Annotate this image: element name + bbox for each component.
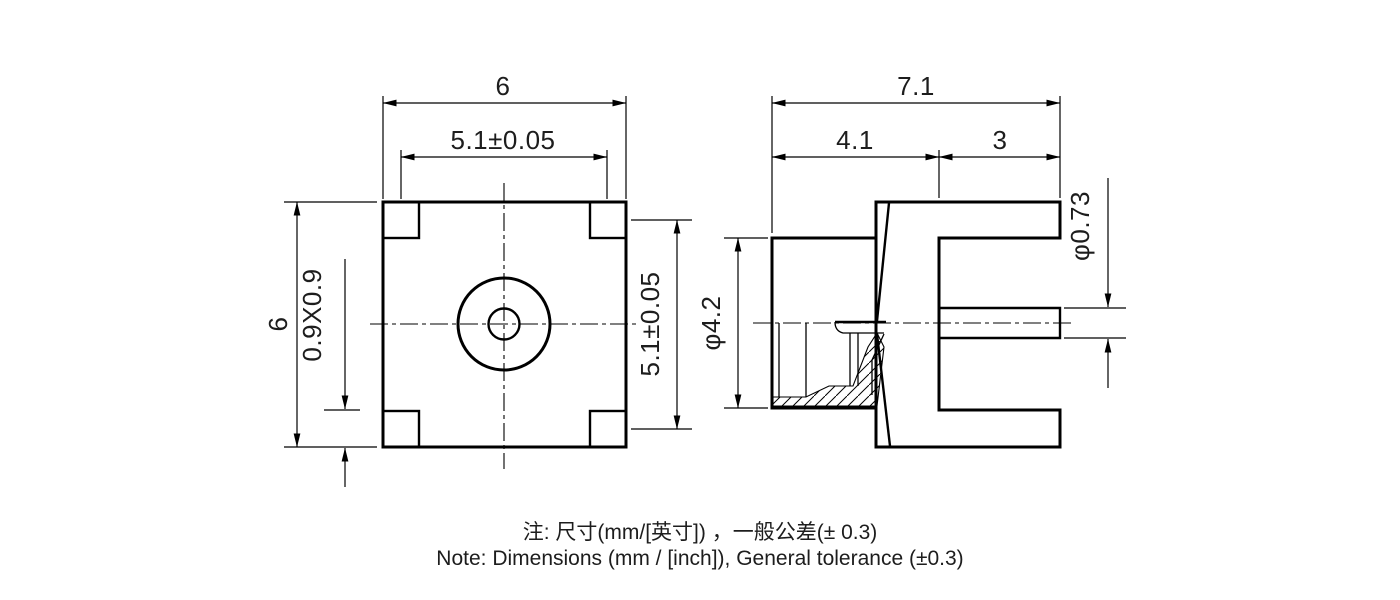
side-view <box>753 200 1075 449</box>
dim-front-pad-pitch-label: 5.1±0.05 <box>450 125 555 155</box>
solder-pad-top-right <box>588 200 628 240</box>
note-line-chinese: 注: 尺寸(mm/[英寸]) ，一般公差(± 0.3) <box>523 521 878 544</box>
flange-section-outline <box>770 236 876 410</box>
front-view <box>370 183 638 469</box>
dim-side-total-length: 7.1 <box>771 71 1061 233</box>
body-silhouette <box>874 200 1062 449</box>
dim-front-height: 6 <box>263 201 377 448</box>
note-line-english: Note: Dimensions (mm / [inch]), General … <box>436 547 963 570</box>
notes-block: 注: 尺寸(mm/[英寸]) ，一般公差(± 0.3) Note: Dimens… <box>436 521 963 570</box>
solder-pad-bottom-right <box>588 409 628 449</box>
dim-side-flange-diameter-label: φ4.2 <box>696 295 726 350</box>
dim-side-sub-lengths: 4.1 3 <box>771 125 1061 198</box>
dim-side-pin-diameter-label: φ0.73 <box>1065 191 1095 261</box>
dim-front-pad-pitch-vertical: 5.1±0.05 <box>631 219 692 430</box>
dim-front-pad-pitch-vertical-label: 5.1±0.05 <box>635 271 665 376</box>
dim-side-body-length-label: 4.1 <box>836 125 874 155</box>
socket-contact-bottom <box>834 321 884 334</box>
dim-front-pad-pitch: 5.1±0.05 <box>400 125 608 199</box>
dim-front-height-label: 6 <box>263 317 293 332</box>
body-taper-top <box>875 202 891 322</box>
dim-side-pin-diameter: φ0.73 <box>1064 178 1126 388</box>
section-hatching <box>772 331 885 407</box>
solder-pad-top-left <box>381 200 421 240</box>
dim-side-leg-length-label: 3 <box>993 125 1008 155</box>
dim-side-total-length-label: 7.1 <box>897 71 935 101</box>
dim-front-width: 6 <box>382 71 627 199</box>
dim-front-pad-size-label: 0.9X0.9 <box>297 268 327 361</box>
dim-side-flange-diameter: φ4.2 <box>696 237 768 409</box>
solder-pad-bottom-left <box>381 409 421 449</box>
dim-front-pad-size: 0.9X0.9 <box>297 259 360 487</box>
dim-front-width-label: 6 <box>496 71 511 101</box>
